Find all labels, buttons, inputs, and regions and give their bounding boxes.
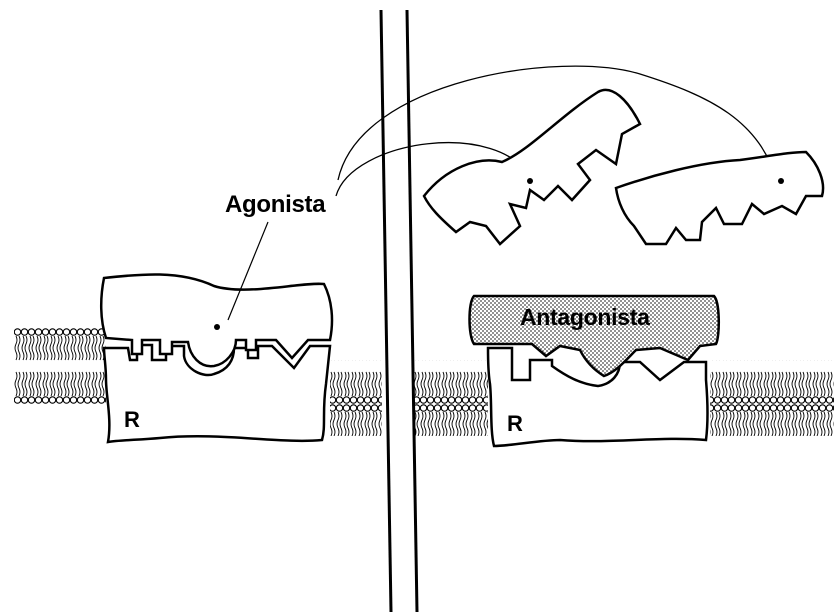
panel-divider (381, 10, 417, 612)
membrane-segment (14, 328, 106, 404)
membrane-segment (414, 360, 488, 436)
membrane-segment (330, 360, 382, 436)
membrane-segment (710, 360, 834, 436)
receptor-right-label: R (507, 413, 523, 435)
receptor-left-label: R (124, 409, 140, 431)
agonist-label: Agonista (225, 193, 325, 217)
agonist-binding-dot (778, 178, 784, 184)
agonist-binding-dot (214, 324, 220, 330)
antagonist-label: Antagonista (520, 306, 650, 329)
agonist-free-2 (616, 152, 823, 244)
agonist-bound (101, 274, 332, 366)
agonist-binding-dot (527, 178, 533, 184)
agonist-free-1 (424, 90, 640, 244)
